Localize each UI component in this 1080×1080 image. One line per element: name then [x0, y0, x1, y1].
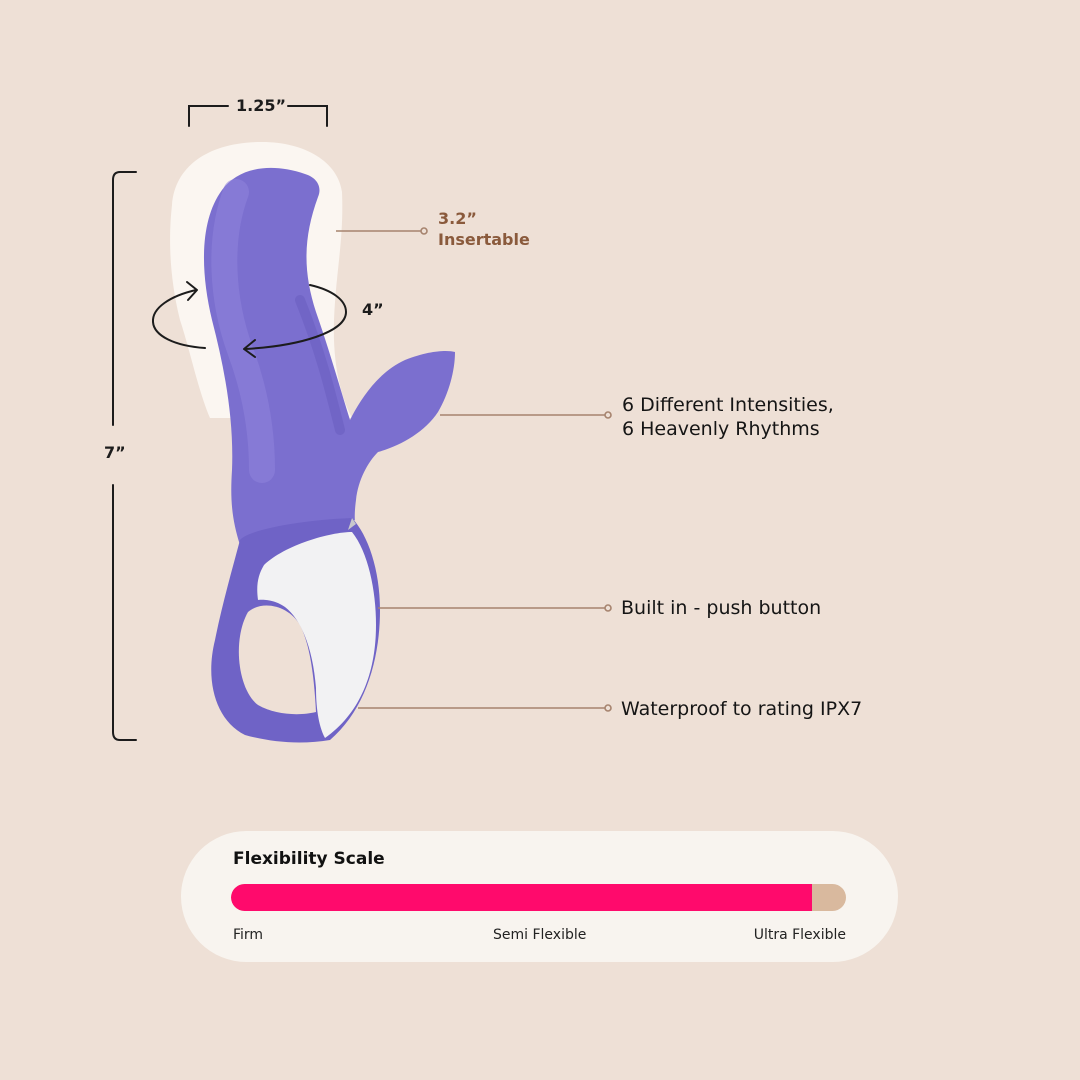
product-ring-hole: [238, 605, 316, 715]
scale-label-semi: Semi Flexible: [493, 927, 587, 943]
callout-leaders: [336, 230, 605, 709]
girth-label: 4”: [362, 300, 384, 319]
flexibility-scale-card: Flexibility Scale Firm Semi Flexible Ult…: [181, 831, 898, 962]
flexibility-scale-fill: [231, 884, 813, 911]
intensities-line1: 6 Different Intensities,: [622, 394, 834, 416]
flexibility-scale-title: Flexibility Scale: [233, 849, 385, 869]
rotate-arrow-icon: [151, 281, 347, 358]
product-control-panel: [257, 532, 376, 738]
flexibility-scale-track: [231, 884, 846, 911]
waterproof-callout: Waterproof to rating IPX7: [621, 698, 863, 720]
insertable-callout: 3.2” Insertable: [438, 208, 530, 250]
insertable-value: 3.2”: [438, 209, 477, 228]
scale-label-firm: Firm: [233, 927, 264, 943]
length-label: 7”: [104, 443, 126, 462]
intensities-line2: 6 Heavenly Rhythms: [622, 418, 820, 440]
insertable-label: Insertable: [438, 230, 530, 249]
length-bracket: [112, 171, 137, 741]
button-callout: Built in - push button: [621, 597, 822, 619]
intensities-callout: 6 Different Intensities, 6 Heavenly Rhyt…: [622, 393, 834, 441]
scale-label-ultra: Ultra Flexible: [753, 927, 846, 943]
width-label: 1.25”: [236, 96, 286, 115]
width-bracket: [188, 105, 328, 127]
